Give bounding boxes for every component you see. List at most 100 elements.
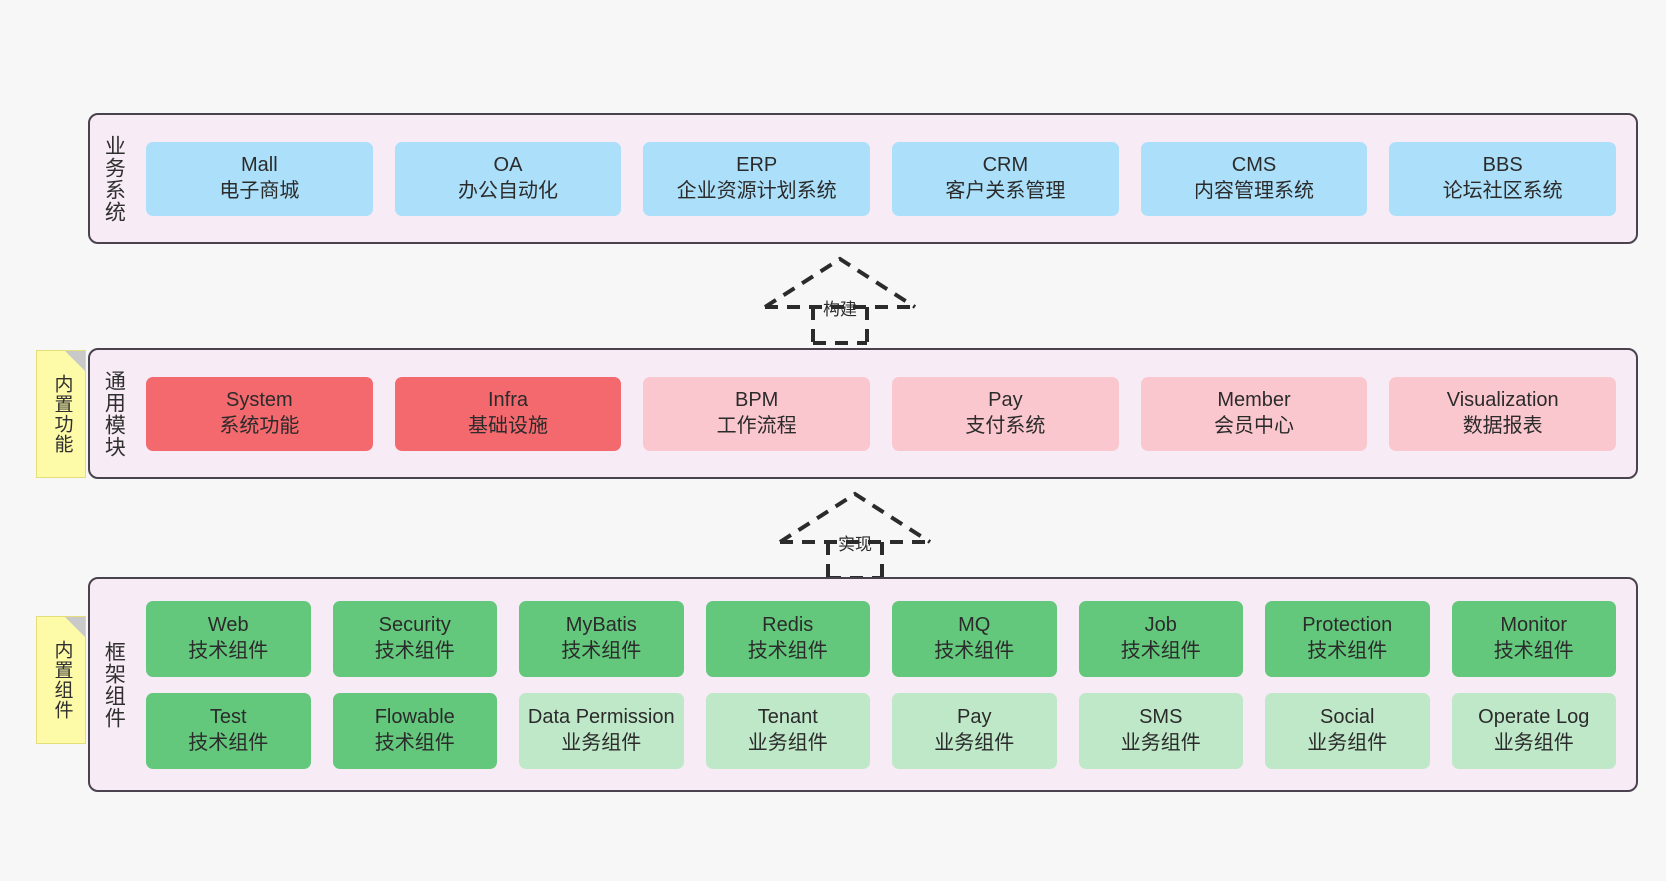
node-subtitle: 客户关系管理 <box>945 179 1066 202</box>
connector-build: 构建 <box>755 253 925 345</box>
node-social[interactable]: Social 业务组件 <box>1265 692 1430 769</box>
node-subtitle: 论坛社区系统 <box>1442 179 1563 202</box>
node-mq[interactable]: MQ 技术组件 <box>892 600 1057 677</box>
connector-label: 实现 <box>838 535 872 554</box>
node-erp[interactable]: ERP 企业资源计划系统 <box>643 141 871 216</box>
node-title: Data Permission <box>527 705 675 728</box>
node-row: Mall 电子商城 OA 办公自动化 ERP 企业资源计划系统 CRM 客户关系… <box>146 141 1617 216</box>
node-operate-log[interactable]: Operate Log 业务组件 <box>1451 692 1616 769</box>
node-subtitle: 技术组件 <box>1307 639 1388 662</box>
layer-common-modules: 通用模块 System 系统功能 Infra 基础设施 BPM 工作流程 Pay… <box>88 348 1638 479</box>
node-subtitle: 数据报表 <box>1462 414 1543 437</box>
connector-implement: 实现 <box>770 488 940 580</box>
connector-label: 构建 <box>823 300 857 319</box>
node-title: Protection <box>1302 613 1393 636</box>
node-subtitle: 工作流程 <box>716 414 797 437</box>
note-builtin-components[interactable]: 内置组件 <box>36 616 86 744</box>
note-builtin-functions[interactable]: 内置功能 <box>36 350 86 478</box>
node-subtitle: 业务组件 <box>561 731 642 754</box>
node-mybatis[interactable]: MyBatis 技术组件 <box>519 600 684 677</box>
node-title: Pay <box>957 705 992 728</box>
node-title: Redis <box>762 613 814 636</box>
page-fold-icon <box>65 617 85 637</box>
node-monitor[interactable]: Monitor 技术组件 <box>1451 600 1616 677</box>
node-web[interactable]: Web 技术组件 <box>146 600 311 677</box>
node-data-permission[interactable]: Data Permission 业务组件 <box>519 692 684 769</box>
node-subtitle: 内容管理系统 <box>1194 179 1315 202</box>
layer-framework-components: 框架组件 Web 技术组件 Security 技术组件 MyBatis 技术组件… <box>88 577 1638 792</box>
node-title: Test <box>209 705 247 728</box>
node-title: ERP <box>736 153 778 176</box>
node-subtitle: 会员中心 <box>1214 414 1295 437</box>
node-subtitle: 技术组件 <box>1493 639 1574 662</box>
node-subtitle: 技术组件 <box>374 731 455 754</box>
node-job[interactable]: Job 技术组件 <box>1078 600 1243 677</box>
layer-title-business-systems: 业务系统 <box>102 134 126 223</box>
node-security[interactable]: Security 技术组件 <box>332 600 497 677</box>
node-visualization[interactable]: Visualization 数据报表 <box>1389 376 1617 451</box>
layer-title-common-modules: 通用模块 <box>102 369 126 458</box>
node-title: Infra <box>487 388 529 411</box>
node-title: Monitor <box>1500 613 1568 636</box>
node-title: Social <box>1320 705 1375 728</box>
node-pay-module[interactable]: Pay 支付系统 <box>892 376 1119 451</box>
node-subtitle: 业务组件 <box>1493 731 1574 754</box>
node-test[interactable]: Test 技术组件 <box>146 692 311 769</box>
node-subtitle: 技术组件 <box>374 639 455 662</box>
node-row: Web 技术组件 Security 技术组件 MyBatis 技术组件 Redi… <box>146 600 1616 677</box>
node-title: Member <box>1217 388 1291 411</box>
node-subtitle: 业务组件 <box>747 731 828 754</box>
node-title: SMS <box>1139 705 1183 728</box>
node-subtitle: 业务组件 <box>1307 731 1388 754</box>
node-cms[interactable]: CMS 内容管理系统 <box>1140 141 1368 216</box>
node-mall[interactable]: Mall 电子商城 <box>146 141 373 216</box>
layer-body-common-modules: System 系统功能 Infra 基础设施 BPM 工作流程 Pay 支付系统… <box>136 350 1636 477</box>
node-title: CMS <box>1231 153 1277 176</box>
node-protection[interactable]: Protection 技术组件 <box>1265 600 1430 677</box>
node-member[interactable]: Member 会员中心 <box>1140 376 1368 451</box>
node-title: OA <box>493 153 523 176</box>
node-title: BBS <box>1482 153 1523 176</box>
node-pay-component[interactable]: Pay 业务组件 <box>892 692 1057 769</box>
note-label: 内置组件 <box>51 640 73 720</box>
node-flowable[interactable]: Flowable 技术组件 <box>332 692 497 769</box>
node-subtitle: 技术组件 <box>561 639 642 662</box>
node-subtitle: 业务组件 <box>1120 731 1201 754</box>
node-subtitle: 业务组件 <box>934 731 1015 754</box>
node-title: CRM <box>982 153 1029 176</box>
page-fold-icon <box>65 351 85 371</box>
node-sms[interactable]: SMS 业务组件 <box>1078 692 1243 769</box>
layer-body-business-systems: Mall 电子商城 OA 办公自动化 ERP 企业资源计划系统 CRM 客户关系… <box>136 115 1636 242</box>
node-tenant[interactable]: Tenant 业务组件 <box>705 692 870 769</box>
node-title: Operate Log <box>1478 705 1590 728</box>
node-subtitle: 技术组件 <box>188 639 269 662</box>
node-title: Pay <box>988 388 1023 411</box>
node-subtitle: 支付系统 <box>965 414 1046 437</box>
node-oa[interactable]: OA 办公自动化 <box>394 141 622 216</box>
node-subtitle: 系统功能 <box>219 414 300 437</box>
node-subtitle: 办公自动化 <box>458 179 558 202</box>
node-title: Web <box>207 613 249 636</box>
node-crm[interactable]: CRM 客户关系管理 <box>892 141 1119 216</box>
node-system[interactable]: System 系统功能 <box>146 376 373 451</box>
layer-title-framework-components: 框架组件 <box>102 640 126 729</box>
node-subtitle: 电子商城 <box>219 179 300 202</box>
node-subtitle: 技术组件 <box>934 639 1015 662</box>
node-infra[interactable]: Infra 基础设施 <box>394 376 622 451</box>
node-subtitle: 企业资源计划系统 <box>676 179 837 202</box>
node-redis[interactable]: Redis 技术组件 <box>705 600 870 677</box>
node-subtitle: 技术组件 <box>188 731 269 754</box>
node-row: System 系统功能 Infra 基础设施 BPM 工作流程 Pay 支付系统… <box>146 376 1617 451</box>
node-title: MyBatis <box>565 613 637 636</box>
layer-body-framework-components: Web 技术组件 Security 技术组件 MyBatis 技术组件 Redi… <box>136 579 1636 790</box>
node-subtitle: 技术组件 <box>1120 639 1201 662</box>
node-title: System <box>225 388 293 411</box>
node-row: Test 技术组件 Flowable 技术组件 Data Permission … <box>146 692 1616 769</box>
node-title: Visualization <box>1446 388 1559 411</box>
node-subtitle: 技术组件 <box>747 639 828 662</box>
node-title: MQ <box>958 613 991 636</box>
node-bbs[interactable]: BBS 论坛社区系统 <box>1389 141 1617 216</box>
note-label: 内置功能 <box>51 374 73 454</box>
node-bpm[interactable]: BPM 工作流程 <box>643 376 871 451</box>
